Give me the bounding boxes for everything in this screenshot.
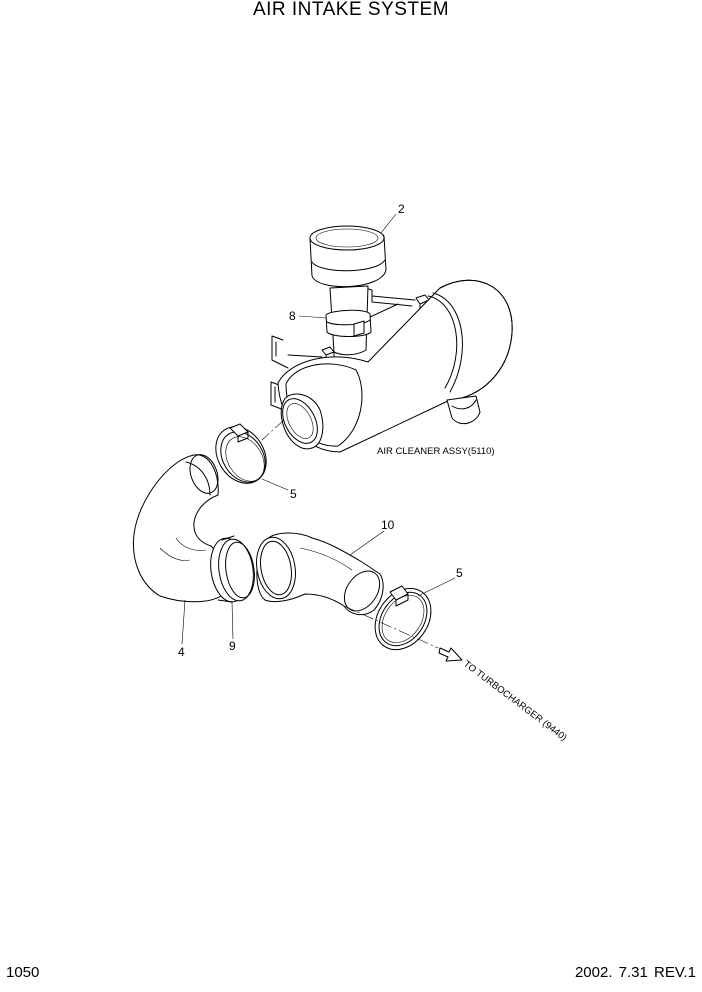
leader-lines	[181, 213, 456, 645]
center-lines	[261, 419, 463, 662]
callout-elbow-pipe: 10	[381, 518, 395, 532]
callout-coupler: 9	[229, 639, 236, 653]
callout-hose-elbow: 4	[178, 645, 185, 659]
callout-cap: 2	[398, 202, 405, 216]
elbow-hose	[132, 454, 226, 603]
page-title: AIR INTAKE SYSTEM	[252, 0, 450, 20]
air-cleaner-note: AIR CLEANER ASSY(5110)	[377, 446, 495, 457]
revision-date: 2002. 7.31 REV.1	[574, 964, 696, 981]
callout-inlet-clamp: 8	[289, 309, 296, 323]
page-number: 1050	[6, 964, 40, 981]
turbocharger-note: TO TURBOCHARGER (9440)	[461, 659, 569, 744]
elbow-pipe	[256, 532, 384, 616]
lower-hose-clamp	[374, 585, 432, 651]
callout-upper-clamp: 5	[290, 487, 297, 501]
callout-lower-clamp: 5	[456, 566, 463, 580]
upper-hose-clamp	[215, 423, 267, 484]
air-cleaner-assembly	[270, 225, 513, 453]
coupler-clamp	[210, 535, 255, 603]
